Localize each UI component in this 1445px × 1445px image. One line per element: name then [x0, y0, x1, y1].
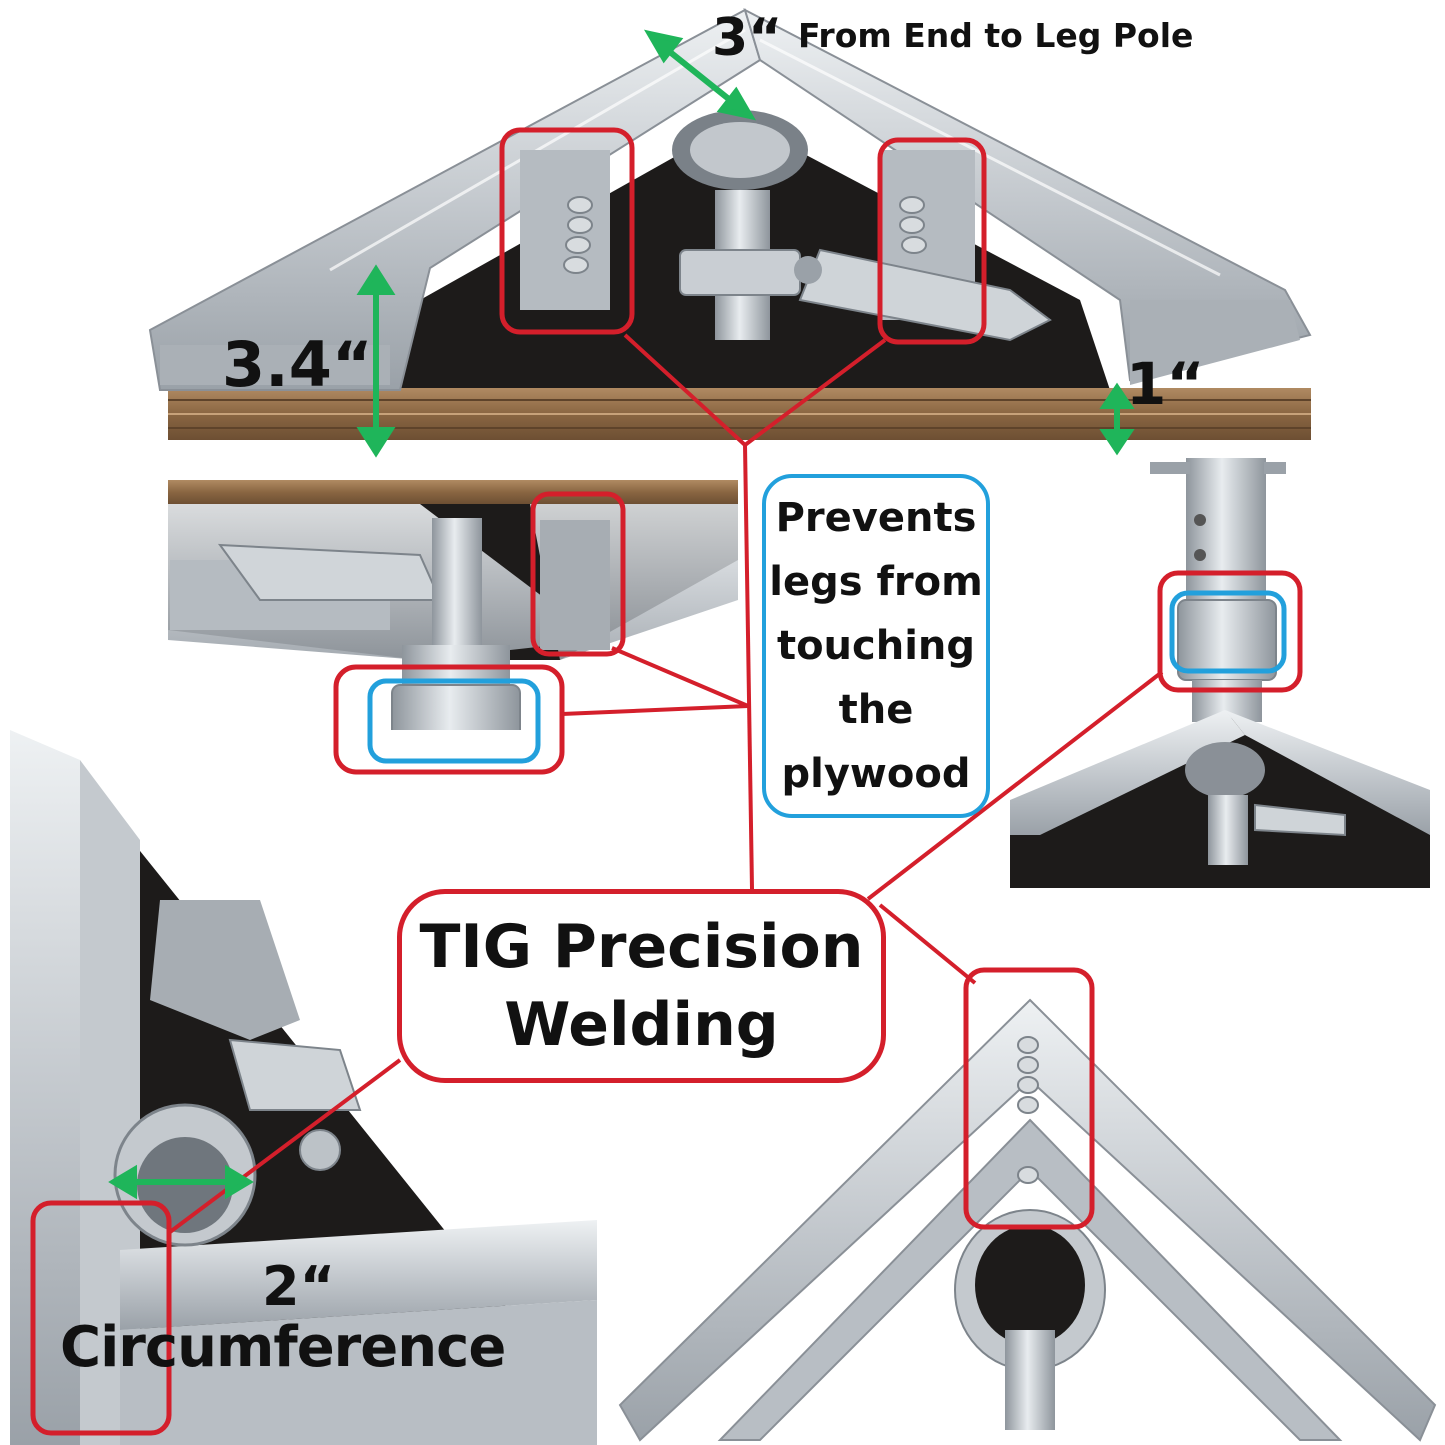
connector-line [743, 444, 754, 890]
weld-highlight-corner [963, 967, 1095, 1230]
collar-blue-right [1169, 590, 1287, 674]
weld-highlight-top-left [499, 127, 635, 335]
connector-line [611, 646, 749, 708]
top-bracket-photo [148, 8, 1312, 440]
collar-blue-left [367, 678, 541, 764]
top-dimension-label: 3“ [712, 8, 783, 68]
connector-line [168, 1058, 402, 1234]
corner-below-photo [618, 998, 1437, 1442]
tig-welding-callout: TIG Precision Welding [397, 889, 886, 1083]
plywood-dimension-label: 1“ [1126, 350, 1205, 418]
connector-line [743, 338, 887, 447]
pole-dimension-note: Circumference [60, 1315, 506, 1380]
height-dimension-label: 3.4“ [222, 328, 373, 401]
pole-dimension-label: 2“ [262, 1255, 336, 1318]
weld-highlight-underside [530, 491, 626, 657]
weld-highlight-socket [30, 1200, 172, 1436]
prevents-callout-text: Prevents legs from touching the plywood [769, 495, 983, 797]
prevents-callout: Prevents legs from touching the plywood [762, 474, 990, 818]
collar-highlight-left [333, 664, 565, 775]
connector-line [623, 333, 747, 447]
connector-line [878, 903, 977, 985]
weld-highlight-top-right [877, 137, 987, 345]
leg-pole-right-photo [1010, 458, 1430, 888]
connector-line [866, 670, 1164, 901]
dimension-arrows [108, 29, 1135, 1200]
tig-welding-callout-text: TIG Precision Welding [419, 912, 864, 1060]
connector-line [561, 704, 749, 716]
collar-highlight-right [1157, 570, 1303, 693]
socket-closeup-photo [10, 730, 597, 1445]
top-dimension-note: From End to Leg Pole [798, 16, 1194, 55]
